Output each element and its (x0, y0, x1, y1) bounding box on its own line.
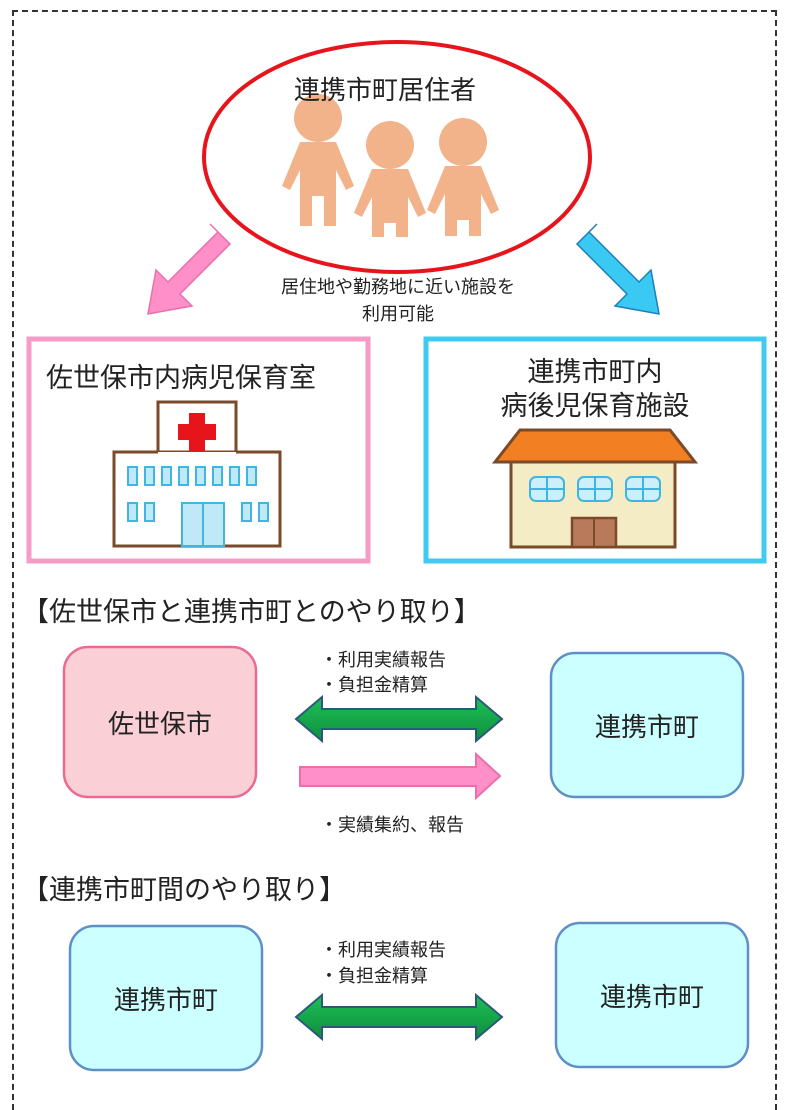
sasebo-box-label: 佐世保市 (107, 709, 212, 740)
red-cross-icon (178, 413, 216, 451)
green-double-arrow-1 (294, 694, 504, 744)
partner-facility-label-line2: 病後児保育施設 (500, 391, 690, 422)
dashed-frame (12, 10, 777, 1110)
pink-down-left-arrow (147, 223, 232, 315)
sasebo-facility-label: 佐世保市内病児保育室 (46, 363, 316, 394)
partner-box-2-right-label: 連携市町 (599, 982, 704, 1013)
house-icon (491, 428, 699, 549)
partner-box-2-left-label: 連携市町 (113, 985, 218, 1016)
green-double-arrow-2 (294, 992, 504, 1042)
usage-note-line1: 居住地や勤務地に近い施設を (281, 277, 515, 298)
section2-bidir-note-line1: ・利用実績報告 (320, 940, 446, 961)
diagram-graphics (26, 40, 767, 1072)
partner-box-2-right (554, 921, 750, 1069)
person-icon (282, 94, 354, 226)
section2-bidir-note-line2: ・負担金精算 (320, 966, 428, 987)
partner-box-1 (549, 651, 745, 799)
section1-oneway-note: ・実績集約、報告 (320, 815, 464, 836)
cyan-down-right-arrow (575, 223, 660, 315)
section2-heading: 【連携市町間のやり取り】 (22, 875, 346, 906)
partner-box-1-label: 連携市町 (594, 712, 699, 743)
partner-facility-label-line1: 連携市町内 (527, 357, 663, 388)
usage-note-line2: 利用可能 (362, 304, 434, 325)
person-icon (354, 121, 426, 237)
section1-bidir-note-line2: ・負担金精算 (320, 675, 428, 696)
hospital-icon (112, 400, 282, 548)
person-icon (427, 118, 499, 236)
pink-right-arrow (299, 751, 502, 801)
section1-bidir-note-line1: ・利用実績報告 (320, 650, 446, 671)
section1-heading: 【佐世保市と連携市町とのやり取り】 (22, 597, 481, 628)
partner-box-2-left (68, 924, 264, 1072)
residents-label: 連携市町居住者 (294, 76, 477, 106)
sasebo-box (62, 645, 258, 799)
